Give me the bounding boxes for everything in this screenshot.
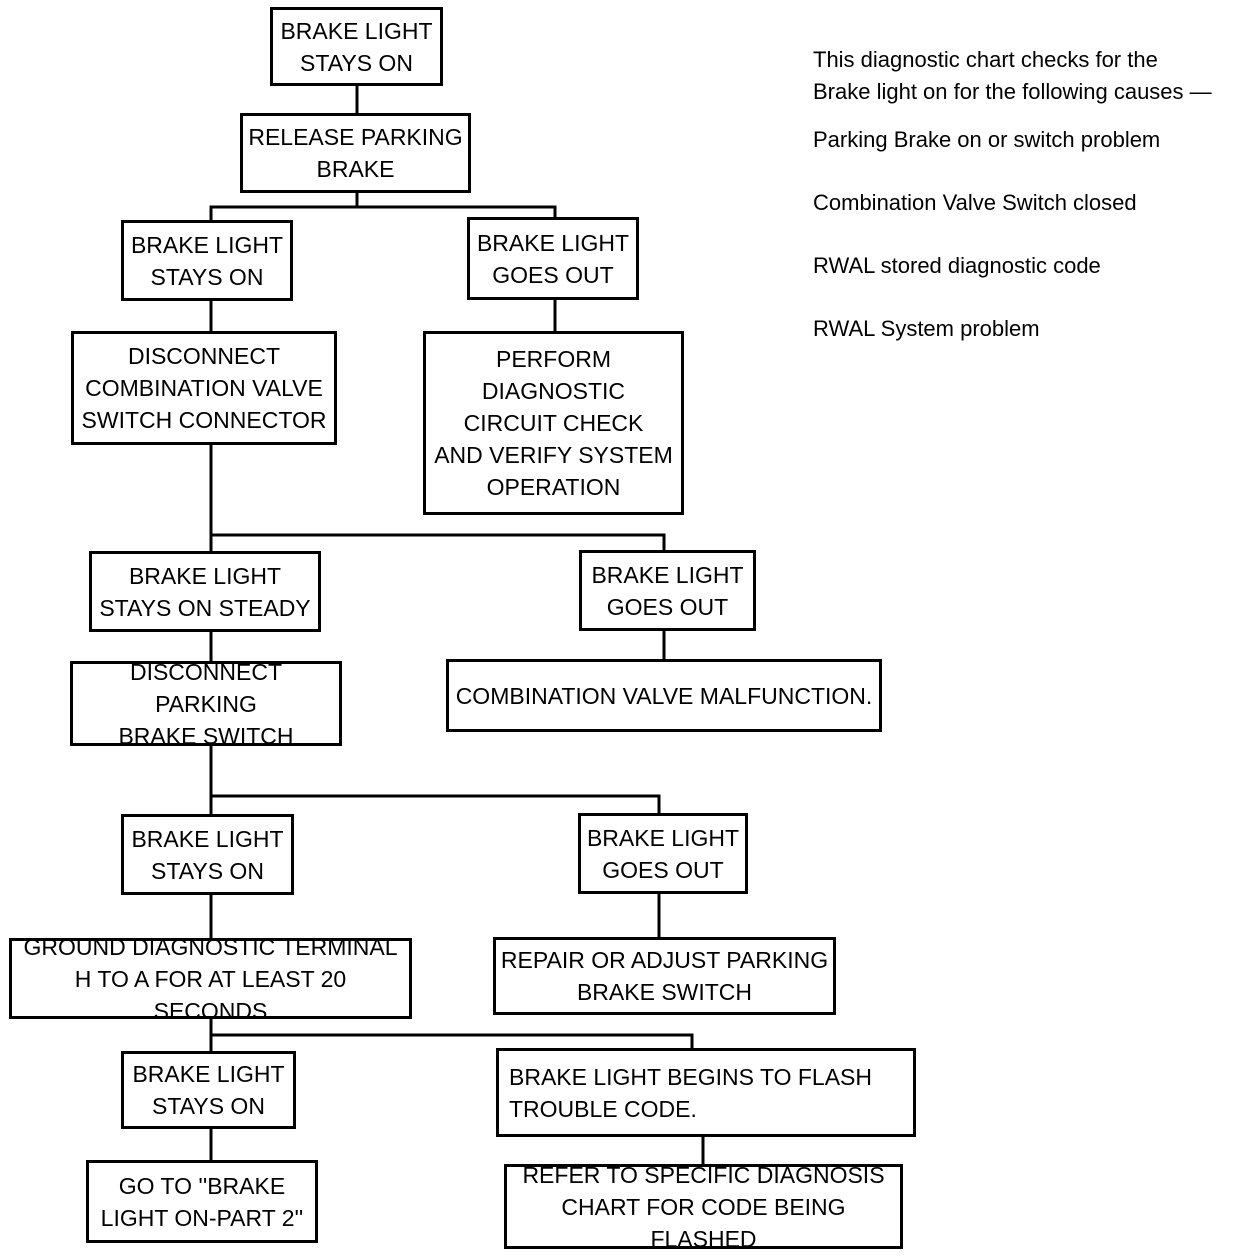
disconnect-combination-valve-node: DISCONNECT COMBINATION VALVE SWITCH CONN…: [71, 331, 337, 445]
brake-light-goes-out-node-1: BRAKE LIGHT GOES OUT: [467, 217, 639, 300]
cause-item: RWAL System problem: [813, 316, 1040, 341]
notes-intro: This diagnostic chart checks for the Bra…: [813, 47, 1212, 104]
repair-parking-brake-switch-node: REPAIR OR ADJUST PARKING BRAKE SWITCH: [493, 937, 836, 1015]
go-to-part-2-node: GO TO ''BRAKE LIGHT ON-PART 2'': [86, 1160, 318, 1243]
perform-diagnostic-check-node: PERFORM DIAGNOSTIC CIRCUIT CHECK AND VER…: [423, 331, 684, 515]
brake-light-stays-on-node-1: BRAKE LIGHT STAYS ON: [121, 220, 293, 301]
connector-branch-3-goes-out: [211, 794, 661, 815]
release-parking-brake-node: RELEASE PARKING BRAKE: [240, 113, 471, 193]
combination-valve-malfunction-node: COMBINATION VALVE MALFUNCTION.: [446, 659, 882, 732]
disconnect-parking-brake-switch-node: DISCONNECT PARKING BRAKE SWITCH: [70, 659, 342, 749]
diagnostic-chart-notes: This diagnostic chart checks for the Bra…: [813, 44, 1243, 376]
connector-branch-4-flash: [211, 1033, 694, 1050]
brake-light-stays-on-node-3: BRAKE LIGHT STAYS ON: [121, 1051, 296, 1129]
refer-to-diagnosis-chart-node: REFER TO SPECIFIC DIAGNOSIS CHART FOR CO…: [504, 1162, 903, 1252]
brake-light-goes-out-node-3: BRAKE LIGHT GOES OUT: [578, 813, 748, 894]
brake-light-goes-out-node-2: BRAKE LIGHT GOES OUT: [579, 550, 756, 631]
cause-item: Parking Brake on or switch problem: [813, 127, 1161, 152]
brake-light-begins-to-flash-node: BRAKE LIGHT BEGINS TO FLASH TROUBLE CODE…: [496, 1048, 916, 1137]
brake-light-stays-on-node-2: BRAKE LIGHT STAYS ON: [121, 814, 294, 895]
cause-item: RWAL stored diagnostic code: [813, 253, 1101, 278]
connector-release-goes-out: [357, 205, 557, 219]
brake-light-stays-on-steady-node: BRAKE LIGHT STAYS ON STEADY: [89, 551, 321, 632]
connector-branch-2-goes-out: [211, 533, 666, 552]
ground-diagnostic-terminal-node: GROUND DIAGNOSTIC TERMINAL H TO A FOR AT…: [9, 934, 412, 1024]
connector-release-branch: [209, 191, 359, 222]
cause-item: Combination Valve Switch closed: [813, 190, 1137, 215]
start-node: BRAKE LIGHT STAYS ON: [270, 7, 443, 86]
